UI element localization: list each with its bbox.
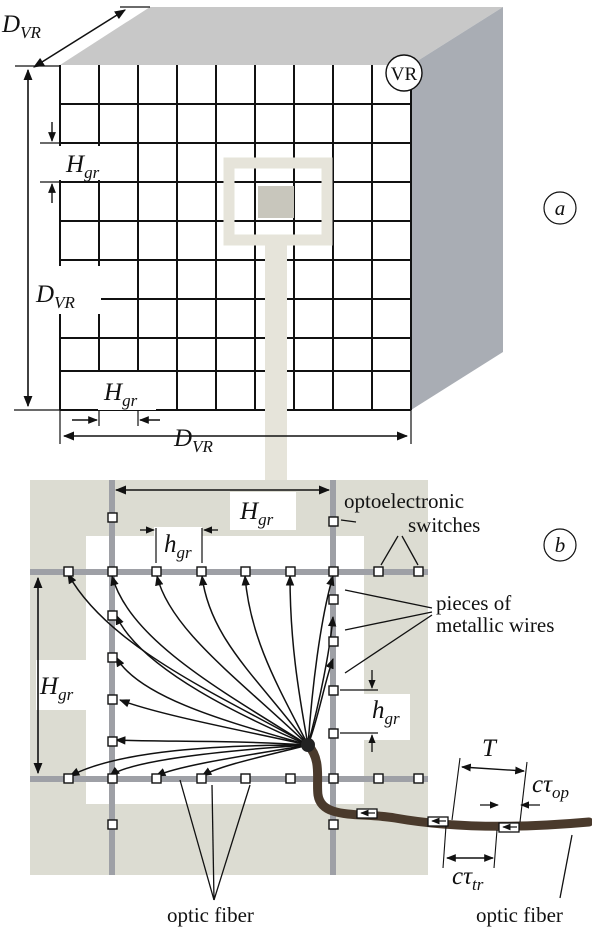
- hgr-small-top-label: hgr: [164, 531, 192, 562]
- wires-label-line2: metallic wires: [436, 613, 554, 637]
- period-T-label: T: [482, 735, 498, 762]
- zoom-connector: [265, 240, 287, 480]
- cube-top-face: [60, 7, 503, 65]
- vr-label: VR: [391, 64, 418, 85]
- dvr-vertical-label: DVR: [35, 281, 75, 312]
- ctau-op-label: cτop: [532, 771, 569, 802]
- hgr-bottom-label: Hgr: [103, 379, 138, 410]
- hgr-left-label: Hgr: [65, 151, 100, 182]
- cube-side-face: [411, 7, 503, 410]
- optic-fiber-label-right: optic fiber: [476, 903, 563, 927]
- vr-circle: [385, 54, 423, 92]
- panel-b-label: b: [555, 533, 566, 557]
- panel-b-marker: [543, 528, 577, 562]
- hgr-small-right-label: hgr: [372, 697, 400, 728]
- ctau-tr-label: cτtr: [452, 863, 484, 894]
- wires-label-line1: pieces of: [436, 591, 511, 615]
- panel-a: VR DVR DVR Hgr Hgr DVR a: [1, 6, 577, 480]
- panel-a-marker: [543, 191, 577, 225]
- panel-a-label: a: [555, 196, 566, 220]
- switches-label-line1: optoelectronic: [344, 489, 464, 513]
- dvr-top-arrow: [33, 9, 126, 68]
- panel-b: Hgr hgr Hgr hgr optoelectronic switches …: [30, 480, 592, 927]
- optoelectronic-switches: [63, 512, 424, 830]
- fiber-junction: [301, 738, 315, 752]
- cell-interior: [86, 536, 364, 804]
- period-T-arrow: [461, 763, 525, 775]
- hgr-top-label: Hgr: [239, 498, 274, 529]
- dvr-bottom-label: DVR: [173, 425, 213, 456]
- hgr-left-label-b: Hgr: [39, 673, 74, 704]
- switches-label-line2: switches: [408, 513, 480, 537]
- highlight-cell-inner: [258, 186, 294, 218]
- optic-fiber-label-left: optic fiber: [167, 903, 254, 927]
- metallic-wires: [67, 573, 337, 777]
- dvr-top-label: DVR: [1, 11, 41, 42]
